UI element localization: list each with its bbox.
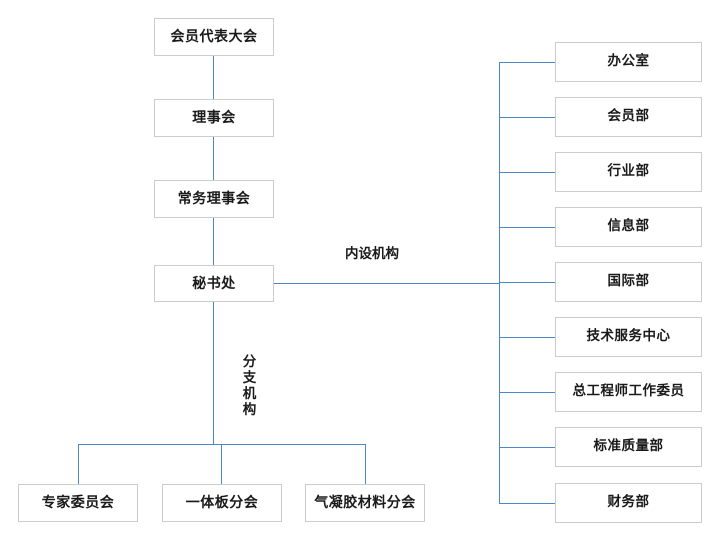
- node-membership-department[interactable]: 会员部: [555, 97, 702, 137]
- node-label: 秘书处: [192, 275, 236, 292]
- node-label: 行业部: [607, 163, 650, 180]
- node-office[interactable]: 办公室: [555, 42, 702, 82]
- connector-branch-bus: [78, 444, 366, 445]
- node-label: 一体板分会: [185, 495, 259, 511]
- node-label: 气凝胶材料分会: [314, 495, 416, 511]
- node-label: 专家委员会: [41, 495, 115, 511]
- node-board-of-directors[interactable]: 理事会: [154, 99, 274, 137]
- node-expert-committee[interactable]: 专家委员会: [18, 484, 138, 522]
- node-label: 理事会: [192, 110, 236, 126]
- connector-stub-dept-6: [499, 337, 556, 338]
- node-technical-service-center[interactable]: 技术服务中心: [555, 317, 702, 357]
- edge-label-branch-organizations: 分支机构: [240, 352, 259, 420]
- node-label: 标准质量部: [593, 438, 664, 455]
- node-label: 常务理事会: [177, 191, 251, 207]
- connector-stub-dept-4: [499, 227, 556, 228]
- node-finance-department[interactable]: 财务部: [555, 483, 702, 523]
- connector-drop-branch-3: [365, 444, 366, 484]
- node-information-department[interactable]: 信息部: [555, 207, 702, 247]
- connector-stub-dept-1: [499, 62, 556, 63]
- node-secretariat[interactable]: 秘书处: [154, 265, 274, 302]
- node-aerogel-material-branch[interactable]: 气凝胶材料分会: [305, 484, 425, 522]
- node-label: 会员代表大会: [170, 29, 258, 45]
- node-integrated-board-branch[interactable]: 一体板分会: [162, 484, 282, 522]
- node-label: 信息部: [607, 218, 650, 235]
- node-label: 国际部: [607, 273, 650, 290]
- node-label: 会员部: [607, 108, 650, 125]
- connector-stub-dept-2: [499, 117, 556, 118]
- connector-board-to-standing-board: [213, 137, 214, 181]
- node-member-assembly[interactable]: 会员代表大会: [154, 18, 274, 56]
- node-standards-quality-department[interactable]: 标准质量部: [555, 427, 702, 467]
- connector-stub-dept-5: [499, 282, 556, 283]
- node-label: 办公室: [607, 53, 650, 70]
- edge-label-internal-organizations: 内设机构: [342, 247, 402, 263]
- connector-drop-branch-1: [78, 444, 79, 484]
- connector-stub-dept-7: [499, 392, 556, 393]
- connector-stub-dept-9: [499, 503, 556, 504]
- connector-standing-board-to-secretariat: [213, 218, 214, 266]
- node-label: 技术服务中心: [586, 328, 671, 345]
- connector-stub-dept-8: [499, 447, 556, 448]
- node-label: 财务部: [607, 494, 650, 511]
- node-standing-board[interactable]: 常务理事会: [154, 180, 274, 218]
- node-industry-department[interactable]: 行业部: [555, 152, 702, 192]
- connector-secretariat-to-internal-trunk: [274, 283, 500, 284]
- node-label: 总工程师工作委员: [572, 383, 685, 400]
- connector-assembly-to-board: [213, 56, 214, 100]
- connector-stub-dept-3: [499, 172, 556, 173]
- node-international-department[interactable]: 国际部: [555, 262, 702, 302]
- node-chief-engineer-committee[interactable]: 总工程师工作委员: [555, 372, 702, 412]
- connector-secretariat-to-branch-bus: [213, 302, 214, 445]
- connector-internal-trunk-vertical: [499, 62, 500, 504]
- connector-drop-branch-2: [221, 444, 222, 484]
